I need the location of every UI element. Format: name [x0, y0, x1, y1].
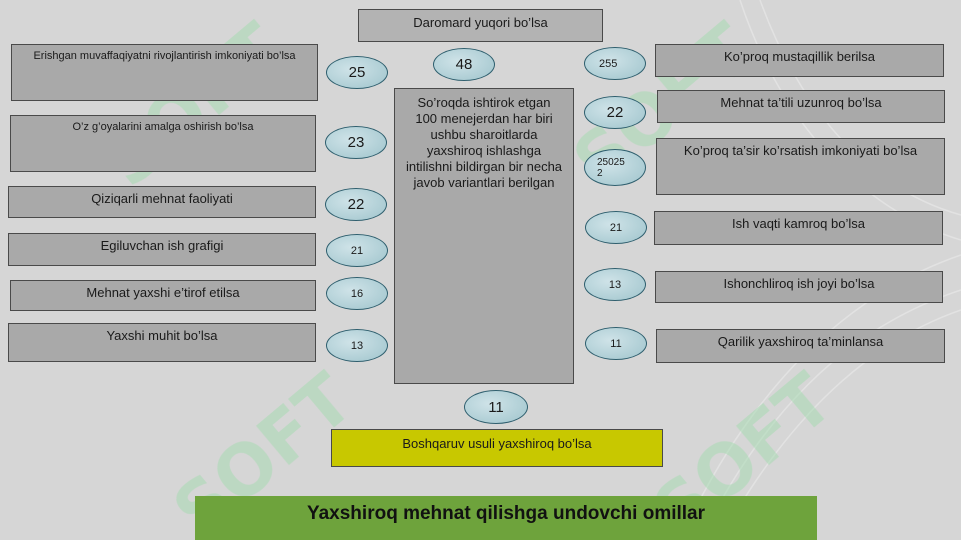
- left-factor-box: Yaxshi muhit bo’lsa: [8, 323, 316, 362]
- right-factor-box: Ishonchliroq ish joyi bo’lsa: [655, 271, 943, 303]
- bottom-factor-box: Boshqaruv usuli yaxshiroq bo’lsa: [331, 429, 663, 467]
- top-factor-value: 48: [433, 48, 495, 81]
- left-factor-value: 22: [325, 188, 387, 221]
- right-factor-value: 22: [584, 96, 646, 129]
- watermark-text: SOFT: [88, 8, 298, 203]
- left-factor-value: 21: [326, 234, 388, 267]
- left-factor-box: Egiluvchan ish grafigi: [8, 233, 316, 266]
- right-factor-value: 21: [585, 211, 647, 244]
- left-factor-box: O’z g’oyalarini amalga oshirish bo’lsa: [10, 115, 316, 172]
- left-factor-value: 25: [326, 56, 388, 89]
- right-factor-value: 250252: [584, 149, 646, 186]
- left-factor-value: 23: [325, 126, 387, 159]
- left-factor-box: Erishgan muvaffaqiyatni rivojlantirish i…: [11, 44, 318, 101]
- right-factor-box: Ish vaqti kamroq bo’lsa: [654, 211, 943, 245]
- right-factor-box: Mehnat ta’tili uzunroq bo’lsa: [657, 90, 945, 123]
- top-factor-box: Daromard yuqori bo’lsa: [358, 9, 603, 42]
- left-factor-box: Qiziqarli mehnat faoliyati: [8, 186, 316, 218]
- left-factor-box: Mehnat yaxshi e’tirof etilsa: [10, 280, 316, 311]
- right-factor-box: Qarilik yaxshiroq ta’minlansa: [656, 329, 945, 363]
- right-factor-value: 13: [584, 268, 646, 301]
- right-factor-box: Ko’proq mustaqillik berilsa: [655, 44, 944, 77]
- bottom-factor-value: 11: [464, 390, 528, 424]
- left-factor-value: 13: [326, 329, 388, 362]
- right-factor-value: 255: [584, 47, 646, 80]
- slide-title: Yaxshiroq mehnat qilishga undovchi omill…: [195, 496, 817, 540]
- left-factor-value: 16: [326, 277, 388, 310]
- right-factor-value: 11: [585, 327, 647, 360]
- right-factor-box: Ko’proq ta’sir ko’rsatish imkoniyati bo’…: [656, 138, 945, 195]
- center-description: So’roqda ishtirok etgan 100 menejerdan h…: [394, 88, 574, 384]
